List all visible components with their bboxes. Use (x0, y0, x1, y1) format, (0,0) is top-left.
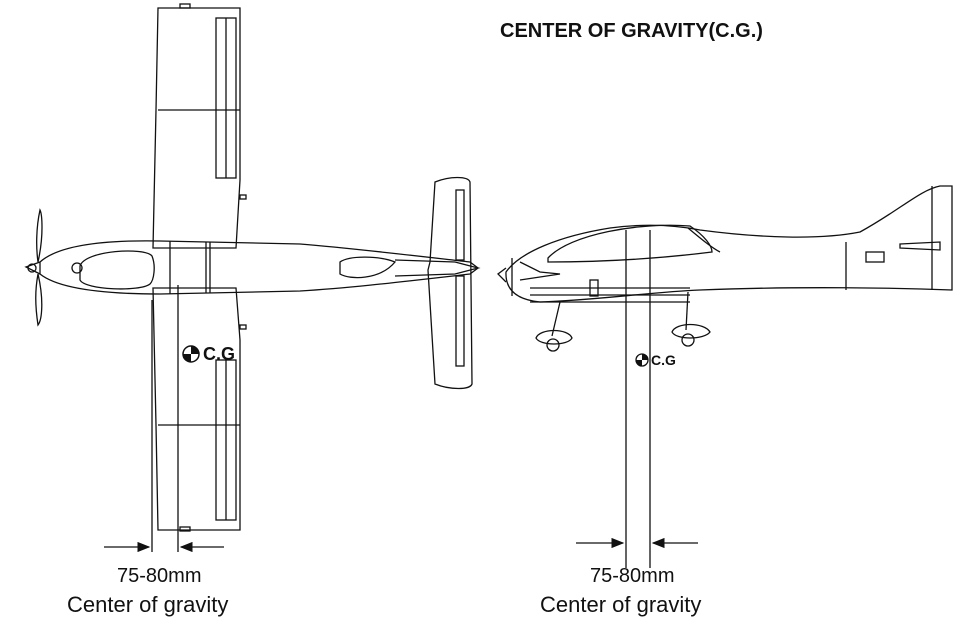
side-cg-lines (576, 230, 698, 568)
top-caption: Center of gravity (67, 592, 229, 617)
side-caption: Center of gravity (540, 592, 702, 617)
cg-marker-icon (635, 353, 649, 367)
top-wing-upper (152, 7, 241, 249)
side-view-airplane (497, 185, 953, 352)
page-title: CENTER OF GRAVITY(C.G.) (500, 20, 763, 42)
top-fuselage (39, 240, 480, 295)
top-view-airplane (24, 3, 481, 532)
side-canopy (547, 224, 713, 263)
side-spinner (497, 267, 507, 283)
propeller-icon (35, 208, 43, 327)
top-cg-label: C.G (203, 344, 236, 364)
side-fuselage (505, 185, 953, 303)
top-stabilizer (427, 176, 473, 390)
top-dimension-label: 75-80mm (117, 565, 202, 587)
side-cg-label: C.G (651, 352, 676, 368)
side-dimension-label: 75-80mm (590, 565, 675, 587)
spinner (24, 261, 41, 275)
top-wing-lower (152, 287, 241, 531)
top-cg-lines (104, 285, 224, 553)
canopy-top (79, 250, 155, 290)
cg-marker-icon (182, 345, 200, 363)
